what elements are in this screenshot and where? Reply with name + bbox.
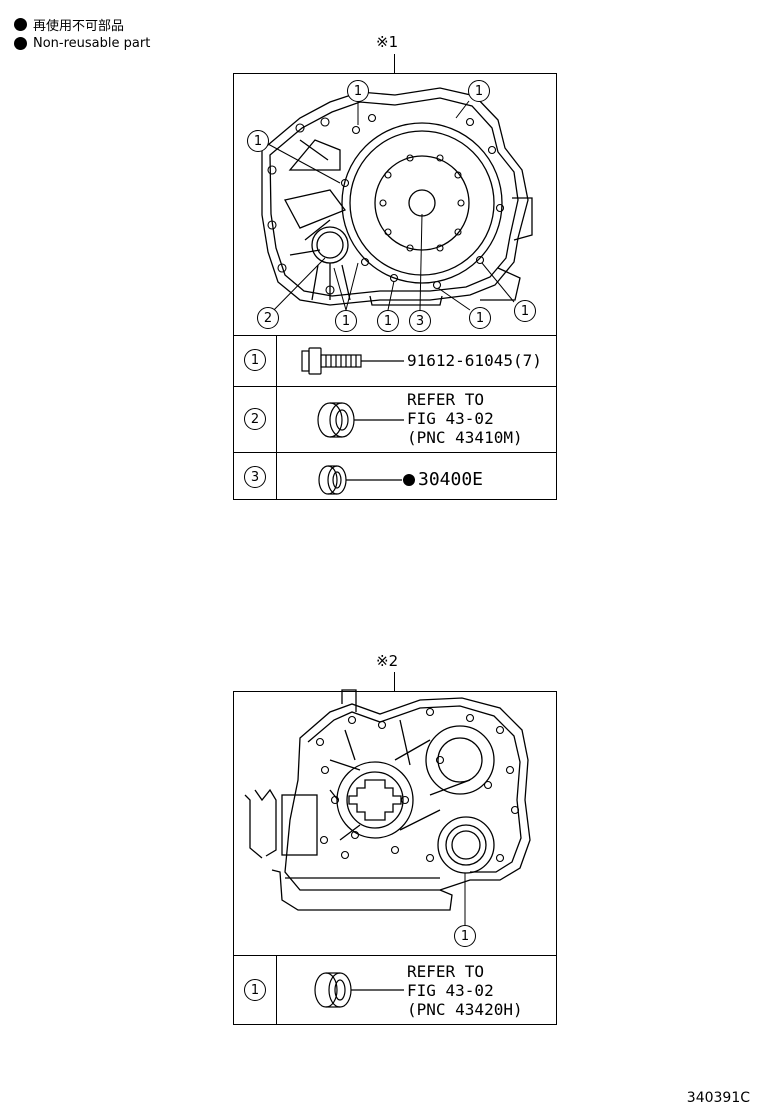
filled-circle-icon — [14, 37, 27, 50]
panel2-table-top-border — [233, 955, 557, 956]
callout-1-bottom-c: 1 — [469, 307, 491, 329]
table-ref-3: 3 — [244, 466, 266, 488]
callout-1-left: 1 — [247, 130, 269, 152]
callout-3-bottom: 3 — [409, 310, 431, 332]
legend-text-en: Non-reusable part — [33, 36, 151, 51]
callout-1-bottom-b: 1 — [377, 310, 399, 332]
refer-line-2: FIG 43-02 — [407, 981, 494, 1000]
panel1-table-top-border — [233, 335, 557, 336]
figure-code: 340391C — [686, 1090, 750, 1106]
table-ref-1: 1 — [244, 979, 266, 1001]
panel1-frame — [233, 73, 557, 500]
table-ref-1: 1 — [244, 349, 266, 371]
legend-item-nonreusable-jp: 再使用不可部品 — [14, 15, 124, 34]
callout-2-bottom-left: 2 — [257, 307, 279, 329]
panel1-table-row-divider — [233, 452, 557, 453]
legend-item-nonreusable-en: Non-reusable part — [14, 36, 150, 51]
legend-text-jp: 再使用不可部品 — [33, 19, 125, 34]
callout-1-bottom-a: 1 — [335, 310, 357, 332]
table-ref-2: 2 — [244, 408, 266, 430]
part-number-seal: 30400E — [418, 469, 484, 490]
callout-1-bottom-right: 1 — [514, 300, 536, 322]
refer-line-1: REFER TO — [407, 390, 485, 409]
part-number-bolt: 91612-61045(7) — [407, 351, 542, 370]
callout-1-top-right: 1 — [468, 80, 490, 102]
callout-1-top: 1 — [347, 80, 369, 102]
callout-1-seal-rear: 1 — [454, 925, 476, 947]
panel2-mark: ※2 — [376, 652, 399, 670]
panel1-mark-leader — [394, 54, 395, 73]
panel1-table-col-divider — [276, 335, 277, 500]
filled-circle-icon — [14, 18, 27, 31]
panel2-frame — [233, 691, 557, 1025]
panel2-mark-leader — [394, 672, 395, 691]
refer-line-2: FIG 43-02 — [407, 409, 494, 428]
refer-line-1: REFER TO — [407, 962, 485, 981]
panel1-table-row-divider — [233, 386, 557, 387]
refer-line-3: (PNC 43410M) — [407, 428, 523, 447]
refer-line-3: (PNC 43420H) — [407, 1000, 523, 1019]
panel1-mark: ※1 — [376, 33, 399, 51]
panel2-table-col-divider — [276, 955, 277, 1025]
